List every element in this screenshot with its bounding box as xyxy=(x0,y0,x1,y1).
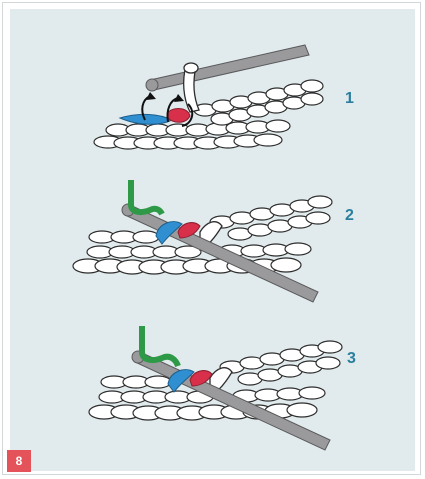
figure-number-badge: 8 xyxy=(7,450,31,472)
green-yarn xyxy=(142,326,178,366)
step-number-3: 3 xyxy=(347,350,356,368)
fabric-row-upper xyxy=(220,341,342,385)
